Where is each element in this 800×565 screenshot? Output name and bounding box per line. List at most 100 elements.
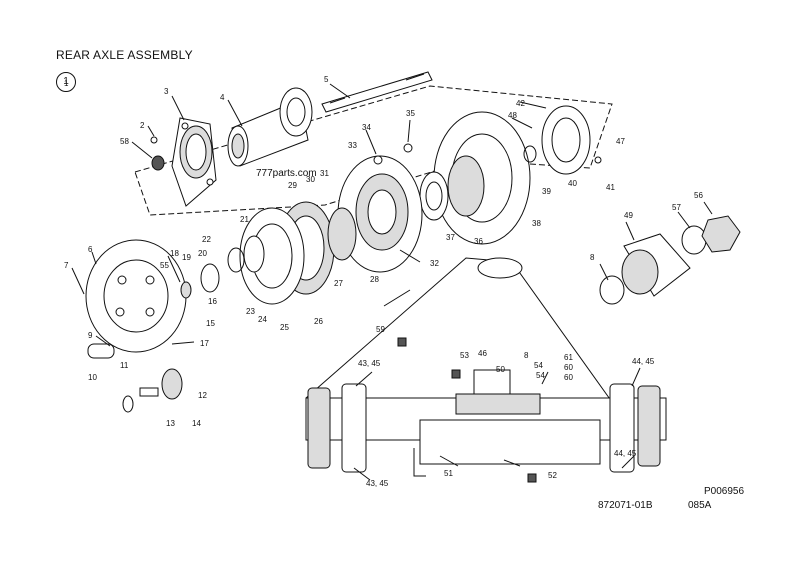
callout-label: 44, 45 bbox=[614, 449, 637, 458]
callout-label: 31 bbox=[320, 169, 329, 178]
callout-label: 38 bbox=[532, 219, 541, 228]
callout-label: 54 bbox=[534, 361, 543, 370]
callout-label: 55 bbox=[160, 261, 169, 270]
callout-label: 8 bbox=[524, 351, 529, 360]
bearing-cage-42 bbox=[541, 105, 591, 175]
callout-label: 8 bbox=[590, 253, 595, 262]
callout-label: 44, 45 bbox=[632, 357, 655, 366]
callout-label: 56 bbox=[694, 191, 703, 200]
page-code: 085A bbox=[688, 500, 712, 511]
shaft-11 bbox=[139, 387, 159, 397]
callout-label: 39 bbox=[542, 187, 551, 196]
wheel-spindle-49 bbox=[621, 233, 691, 297]
callout-label: 37 bbox=[446, 233, 455, 242]
callout-label: 22 bbox=[202, 235, 211, 244]
view-number-badge: 1 bbox=[56, 72, 76, 92]
planet-gear-13 bbox=[161, 368, 183, 400]
page-title: REAR AXLE ASSEMBLY bbox=[56, 48, 193, 62]
callout-label: 17 bbox=[200, 339, 209, 348]
callout-label: 20 bbox=[198, 249, 207, 258]
callout-label: 16 bbox=[208, 297, 217, 306]
callout-label: 11 bbox=[120, 361, 129, 370]
callout-labels: 1 2 3 4 5 6 7 8 9 10 11 12 13 14 15 16 1… bbox=[64, 75, 703, 488]
planet-carrier-25 bbox=[239, 207, 305, 305]
callout-label: 50 bbox=[496, 365, 505, 374]
callout-label: 18 bbox=[170, 249, 179, 258]
nut-56 bbox=[701, 215, 741, 253]
bearing-36 bbox=[447, 155, 485, 217]
washer-57 bbox=[681, 225, 707, 255]
figure-code: P006956 bbox=[704, 486, 745, 497]
half-shaft bbox=[321, 71, 433, 113]
axle-housing bbox=[305, 257, 667, 477]
callout-label: 6 bbox=[88, 245, 93, 254]
callout-label: 60 bbox=[564, 373, 573, 382]
wheel-spindle-housing bbox=[227, 87, 313, 167]
bearing-37 bbox=[419, 171, 449, 221]
callout-label: 49 bbox=[624, 211, 633, 220]
callout-label: 43, 45 bbox=[358, 359, 381, 368]
pin-10 bbox=[87, 343, 115, 359]
callout-label: 15 bbox=[206, 319, 215, 328]
bearing-27 bbox=[327, 207, 357, 261]
wheel-hub bbox=[337, 155, 423, 273]
bolt-41 bbox=[594, 156, 602, 164]
callout-label: 19 bbox=[182, 253, 191, 262]
callout-label: 27 bbox=[334, 279, 343, 288]
callout-label: 58 bbox=[120, 137, 129, 146]
callout-label: 53 bbox=[460, 351, 469, 360]
watermark: 777parts.com bbox=[256, 168, 317, 179]
callout-label: 35 bbox=[406, 109, 415, 118]
callout-label: 54 bbox=[536, 371, 545, 380]
seal-39 bbox=[523, 145, 537, 163]
callout-label: 59 bbox=[376, 325, 385, 334]
callout-label: 21 bbox=[240, 215, 249, 224]
callout-label: 61 bbox=[564, 353, 573, 362]
washer-16 bbox=[180, 281, 192, 299]
callout-label: 60 bbox=[564, 363, 573, 372]
callout-label: 42 bbox=[516, 99, 525, 108]
planet-gear-18-20 bbox=[200, 263, 220, 293]
callout-label: 36 bbox=[474, 237, 483, 246]
callout-label: 33 bbox=[348, 141, 357, 150]
bolt-2 bbox=[150, 136, 158, 144]
callout-label: 43, 45 bbox=[366, 479, 389, 488]
fitting-53 bbox=[451, 369, 461, 379]
callout-label: 3 bbox=[164, 87, 169, 96]
callout-label: 12 bbox=[198, 391, 207, 400]
callout-label: 1 bbox=[64, 79, 69, 88]
wheel-end-left bbox=[307, 383, 367, 473]
callout-label: 7 bbox=[64, 261, 69, 270]
snap-ring-22 bbox=[227, 247, 245, 273]
o-ring-8 bbox=[599, 275, 625, 305]
callout-label: 2 bbox=[140, 121, 145, 130]
callout-label: 41 bbox=[606, 183, 615, 192]
seal-58 bbox=[151, 155, 165, 171]
callout-label: 48 bbox=[508, 111, 517, 120]
callout-label: 28 bbox=[370, 275, 379, 284]
callout-label: 47 bbox=[616, 137, 625, 146]
fitting-52 bbox=[527, 473, 537, 483]
callout-label: 40 bbox=[568, 179, 577, 188]
callout-label: 30 bbox=[306, 175, 315, 184]
callout-label: 4 bbox=[220, 93, 225, 102]
callout-label: 34 bbox=[362, 123, 371, 132]
callout-label: 10 bbox=[88, 373, 97, 382]
callout-label: 23 bbox=[246, 307, 255, 316]
bolt-35 bbox=[403, 143, 413, 153]
callout-label: 57 bbox=[672, 203, 681, 212]
callout-label: 52 bbox=[548, 471, 557, 480]
assembly-group-outline bbox=[134, 85, 613, 216]
callout-label: 5 bbox=[324, 75, 329, 84]
callout-label: 46 bbox=[478, 349, 487, 358]
drawing-number: 872071-01B bbox=[598, 500, 653, 511]
sun-gear-21 bbox=[243, 235, 265, 273]
leader-lines bbox=[71, 83, 713, 481]
callout-label: 24 bbox=[258, 315, 267, 324]
callout-label: 14 bbox=[192, 419, 201, 428]
callout-label: 25 bbox=[280, 323, 289, 332]
callout-label: 29 bbox=[288, 181, 297, 190]
plug-34 bbox=[373, 155, 383, 165]
callout-label: 32 bbox=[430, 259, 439, 268]
